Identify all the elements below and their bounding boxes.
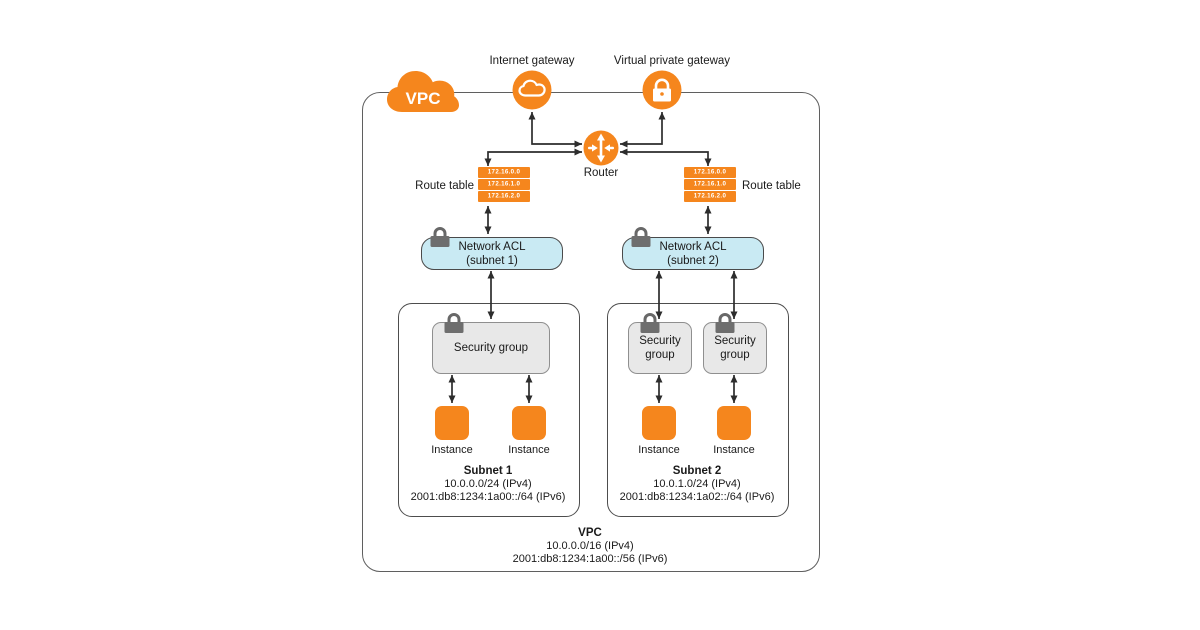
network-acl-title: Network ACL — [659, 240, 727, 253]
subnet-title: Subnet 1 — [463, 465, 513, 477]
vpc-cloud-label: VPC — [406, 89, 441, 108]
route-entry: 172.16.0.0 — [478, 167, 530, 178]
network-acl-subtitle: (subnet 2) — [667, 254, 719, 267]
virtual-private-gateway-label: Virtual private gateway — [613, 55, 731, 67]
security-group-label: Security group — [639, 335, 681, 361]
subnet-1-caption: Subnet 1 10.0.0.0/24 (IPv4) 2001:db8:123… — [398, 464, 578, 504]
route-table-2: 172.16.0.0 172.16.1.0 172.16.2.0 — [684, 167, 736, 203]
network-acl-title: Network ACL — [458, 240, 526, 253]
instance-icon — [642, 406, 676, 440]
route-entry: 172.16.1.0 — [478, 179, 530, 190]
vpc-ipv6: 2001:db8:1234:1a00::/56 (IPv6) — [512, 553, 668, 565]
cloud-glyph — [518, 79, 546, 97]
route-entry: 172.16.0.0 — [684, 167, 736, 178]
route-table-1-label: Route table — [415, 180, 474, 192]
instance-icon — [512, 406, 546, 440]
route-entry: 172.16.1.0 — [684, 179, 736, 190]
lock-icon — [443, 312, 465, 334]
subnet-ipv6: 2001:db8:1234:1a02::/64 (IPv6) — [619, 491, 775, 503]
lock-icon — [630, 226, 652, 248]
instance-label: Instance — [431, 444, 473, 456]
lock-icon — [429, 226, 451, 248]
router-label: Router — [583, 167, 619, 179]
internet-gateway-icon — [512, 70, 552, 110]
instance-label: Instance — [508, 444, 550, 456]
vpc-cloud-icon: VPC — [385, 64, 461, 118]
instance-icon — [435, 406, 469, 440]
route-table-2-label: Route table — [742, 180, 801, 192]
vpc-caption: VPC 10.0.0.0/16 (IPv4) 2001:db8:1234:1a0… — [362, 526, 818, 566]
virtual-private-gateway-icon — [642, 70, 682, 110]
security-group-2a: Security group — [628, 313, 692, 374]
instance-icon — [717, 406, 751, 440]
router-icon — [583, 130, 619, 166]
route-entry: 172.16.2.0 — [684, 191, 736, 202]
lock-icon — [639, 312, 661, 334]
route-table-1: 172.16.0.0 172.16.1.0 172.16.2.0 — [478, 167, 530, 203]
security-group-label: Security group — [453, 342, 529, 354]
lock-icon — [714, 312, 736, 334]
subnet-2-caption: Subnet 2 10.0.1.0/24 (IPv4) 2001:db8:123… — [607, 464, 787, 504]
vpc-title: VPC — [578, 527, 602, 539]
route-entry: 172.16.2.0 — [478, 191, 530, 202]
network-acl-subnet2: Network ACL (subnet 2) — [622, 227, 764, 270]
subnet-ipv4: 10.0.1.0/24 (IPv4) — [653, 478, 741, 490]
lock-shackle-glyph — [654, 78, 670, 90]
security-group-label: Security group — [714, 335, 756, 361]
subnet-ipv6: 2001:db8:1234:1a00::/64 (IPv6) — [410, 491, 566, 503]
internet-gateway-label: Internet gateway — [489, 55, 575, 67]
security-group-1: Security group — [432, 313, 550, 374]
network-acl-subnet1: Network ACL (subnet 1) — [421, 227, 563, 270]
security-group-2b: Security group — [703, 313, 767, 374]
subnet-ipv4: 10.0.0.0/24 (IPv4) — [444, 478, 532, 490]
instance-label: Instance — [713, 444, 755, 456]
instance-label: Instance — [638, 444, 680, 456]
network-acl-subtitle: (subnet 1) — [466, 254, 518, 267]
subnet-title: Subnet 2 — [672, 465, 722, 477]
vpc-ipv4: 10.0.0.0/16 (IPv4) — [546, 540, 634, 552]
